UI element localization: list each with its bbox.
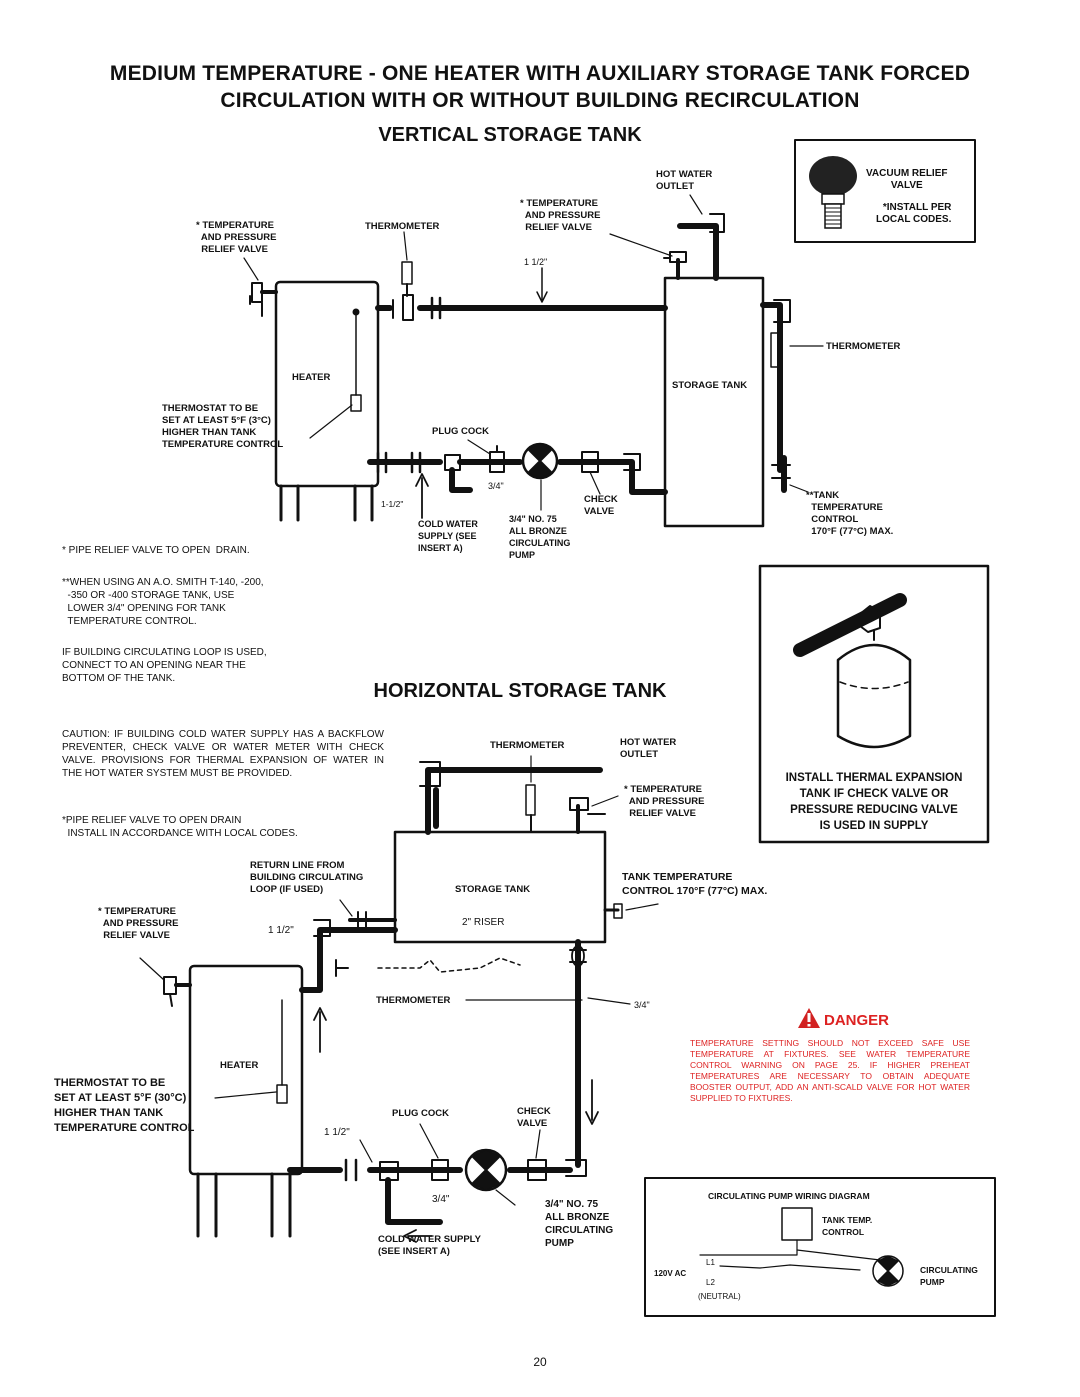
horizontal-riser-label: 2" RISER	[462, 917, 505, 928]
vertical-thermostat-label: THERMOSTAT TO BE SET AT LEAST 5°F (3°C) …	[162, 403, 284, 450]
wiring-title: CIRCULATING PUMP WIRING DIAGRAM	[708, 1191, 870, 1201]
note-pipe-relief: * PIPE RELIEF VALVE TO OPEN DRAIN.	[62, 545, 250, 556]
vertical-thermometer-top-label: THERMOMETER	[365, 221, 440, 232]
horizontal-heater-label: HEATER	[220, 1060, 259, 1071]
horizontal-pump-label: 3/4" NO. 75 ALL BRONZE CIRCULATING PUMP	[545, 1199, 614, 1249]
expansion-tank-drawing	[836, 643, 912, 749]
horizontal-heater-body	[188, 964, 304, 1176]
horizontal-storage-tank-label: STORAGE TANK	[455, 884, 531, 895]
horizontal-section-heading: HORIZONTAL STORAGE TANK	[373, 680, 667, 702]
horizontal-tank-temp-label: TANK TEMPERATURE CONTROL 170°F (77°C) MA…	[622, 871, 768, 897]
vertical-tank-temp-label: **TANK TEMPERATURE CONTROL 170°F (77°C) …	[806, 490, 894, 537]
horizontal-return-line-label: RETURN LINE FROM BUILDING CIRCULATING LO…	[250, 860, 364, 895]
horizontal-tp-relief-right-label: * TEMPERATURE AND PRESSURE RELIEF VALVE	[624, 784, 705, 819]
horizontal-size-1-1-2-label: 1 1/2"	[268, 925, 294, 936]
note-caution: CAUTION: IF BUILDING COLD WATER SUPPLY H…	[62, 729, 384, 779]
vertical-heater-label: HEATER	[292, 372, 331, 383]
horizontal-cold-water-label: COLD WATER SUPPLY (SEE INSERT A)	[378, 1234, 481, 1257]
vertical-check-valve-label: CHECK VALVE	[584, 494, 618, 517]
vertical-tp-relief-right-label: * TEMPERATURE AND PRESSURE RELIEF VALVE	[520, 198, 601, 233]
page-number: 20	[533, 1355, 547, 1369]
danger-text: TEMPERATURE SETTING SHOULD NOT EXCEED SA…	[690, 1038, 970, 1103]
wiring-pump-label: CIRCULATING PUMP	[920, 1265, 978, 1287]
vertical-tp-relief-left-label: * TEMPERATURE AND PRESSURE RELIEF VALVE	[196, 220, 277, 255]
wiring-120v-label: 120V AC	[654, 1269, 687, 1278]
horizontal-storage-tank	[393, 830, 607, 944]
horizontal-thermometer-top-label: THERMOMETER	[490, 740, 565, 751]
vacuum-relief-valve-drawing	[809, 156, 857, 229]
note-ao-smith: **WHEN USING AN A.O. SMITH T-140, -200, …	[62, 577, 264, 627]
vertical-size-1-1-2-label: 1 1/2"	[524, 257, 548, 267]
wiring-l2-label: L2	[706, 1278, 715, 1287]
page-title-line1: MEDIUM TEMPERATURE - ONE HEATER WITH AUX…	[109, 62, 971, 85]
horizontal-size-3-4-label: 3/4"	[432, 1194, 450, 1205]
vertical-size-1-1-2b-label: 1-1/2"	[381, 499, 404, 509]
wiring-neutral-label: (NEUTRAL)	[698, 1292, 741, 1301]
vertical-storage-tank-label: STORAGE TANK	[672, 380, 748, 391]
horizontal-thermostat-label: THERMOSTAT TO BE SET AT LEAST 5°F (30°C)…	[54, 1077, 195, 1134]
vacuum-relief-label: VACUUM RELIEF VALVE	[866, 168, 948, 191]
wiring-l1-label: L1	[706, 1258, 715, 1267]
wiring-tank-temp-label: TANK TEMP. CONTROL	[822, 1215, 873, 1237]
expansion-tank-label: INSTALL THERMAL EXPANSION TANK IF CHECK …	[785, 772, 963, 832]
danger-warning-icon	[798, 1008, 820, 1028]
vacuum-install-note: *INSTALL PER LOCAL CODES.	[876, 202, 952, 225]
vertical-hot-water-outlet-label: HOT WATER OUTLET	[656, 169, 713, 192]
vertical-thermometer-top	[401, 261, 413, 285]
vertical-pump-label: 3/4" NO. 75 ALL BRONZE CIRCULATING PUMP	[509, 514, 571, 560]
horizontal-plug-cock-label: PLUG COCK	[392, 1108, 449, 1119]
vertical-thermometer-right-label: THERMOMETER	[826, 341, 901, 352]
vertical-section-heading: VERTICAL STORAGE TANK	[378, 124, 642, 146]
page-title-line2: CIRCULATION WITH OR WITHOUT BUILDING REC…	[220, 89, 860, 112]
horizontal-check-valve-label: CHECK VALVE	[517, 1106, 551, 1129]
horizontal-thermometer-bottom-label: THERMOMETER	[376, 995, 451, 1006]
vertical-size-3-4-label: 3/4"	[488, 481, 504, 491]
danger-label: DANGER	[824, 1012, 890, 1029]
horizontal-hot-water-outlet-label: HOT WATER OUTLET	[620, 737, 677, 760]
horizontal-tp-relief-left-label: * TEMPERATURE AND PRESSURE RELIEF VALVE	[98, 906, 179, 941]
vertical-heater-body	[274, 280, 380, 488]
horizontal-size-1-1-2b-label: 1 1/2"	[324, 1127, 350, 1138]
vertical-plug-cock-label: PLUG COCK	[432, 426, 489, 437]
vertical-storage-tank	[663, 276, 765, 528]
vertical-cold-water-label: COLD WATER SUPPLY (SEE INSERT A)	[418, 519, 478, 553]
note-building-loop: IF BUILDING CIRCULATING LOOP IS USED, CO…	[62, 647, 267, 684]
note-install-codes: *PIPE RELIEF VALVE TO OPEN DRAIN INSTALL…	[62, 815, 298, 839]
horizontal-size-3-4-right-label: 3/4"	[634, 1000, 650, 1010]
